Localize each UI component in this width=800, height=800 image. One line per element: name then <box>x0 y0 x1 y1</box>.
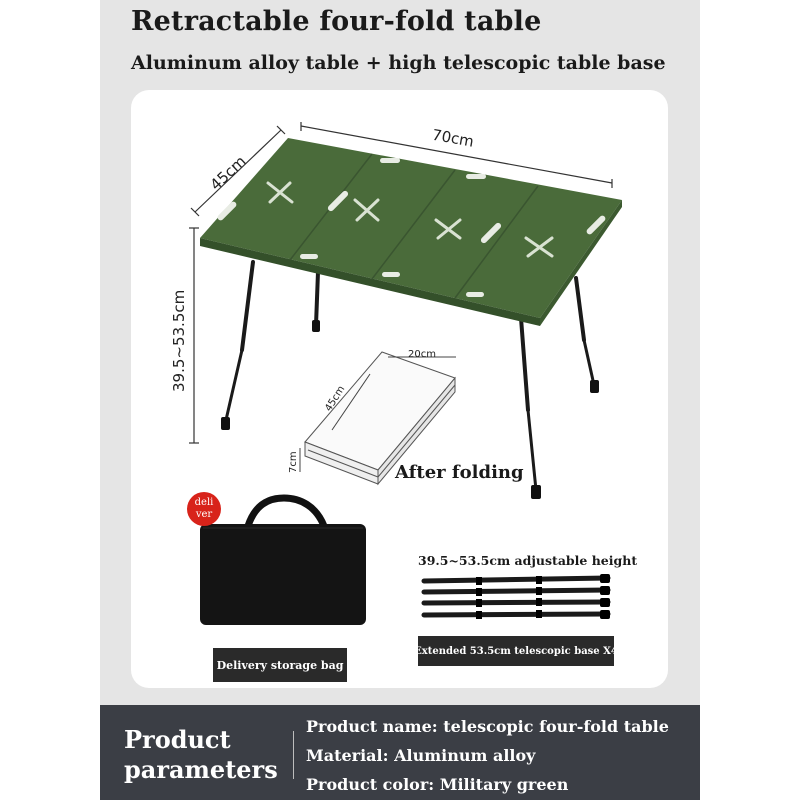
param-material: Material: Aluminum alloy <box>306 746 536 765</box>
deliver-badge-line1: deli <box>194 497 214 508</box>
telescopic-base-label: Extended 53.5cm telescopic base X4 <box>414 636 618 666</box>
parameters-heading-line2: parameters <box>124 755 278 784</box>
folded-thickness-label: 7cm <box>288 451 299 473</box>
width-dimension-label: 70cm <box>431 126 475 151</box>
depth-dimension-label: 45cm <box>207 152 250 194</box>
table-legs <box>224 260 596 492</box>
parameters-heading: Product parameters <box>124 725 278 785</box>
table-top <box>200 138 622 326</box>
storage-bag <box>200 494 366 625</box>
after-folding-label: After folding <box>395 462 524 483</box>
folded-table-sketch <box>304 351 456 486</box>
telescopic-legs <box>421 574 611 619</box>
dimension-lines <box>189 122 613 444</box>
page-subtitle: Aluminum alloy table + high telescopic t… <box>131 52 666 74</box>
deliver-badge-line2: ver <box>195 509 213 520</box>
folded-width-label: 20cm <box>408 349 436 360</box>
height-dimension-label: 39.5~53.5cm <box>170 290 188 392</box>
adjustable-height-label: 39.5~53.5cm adjustable height <box>418 553 638 568</box>
param-color: Product color: Military green <box>306 775 569 794</box>
page-title: Retractable four-fold table <box>131 6 542 37</box>
deliver-badge: deli ver <box>187 492 221 526</box>
parameters-heading-line1: Product <box>124 725 231 754</box>
parameters-divider <box>293 731 294 779</box>
param-product-name: Product name: telescopic four-fold table <box>306 717 669 736</box>
storage-bag-label: Delivery storage bag <box>213 648 347 682</box>
product-parameters-panel: Product parameters Product name: telesco… <box>100 705 700 800</box>
